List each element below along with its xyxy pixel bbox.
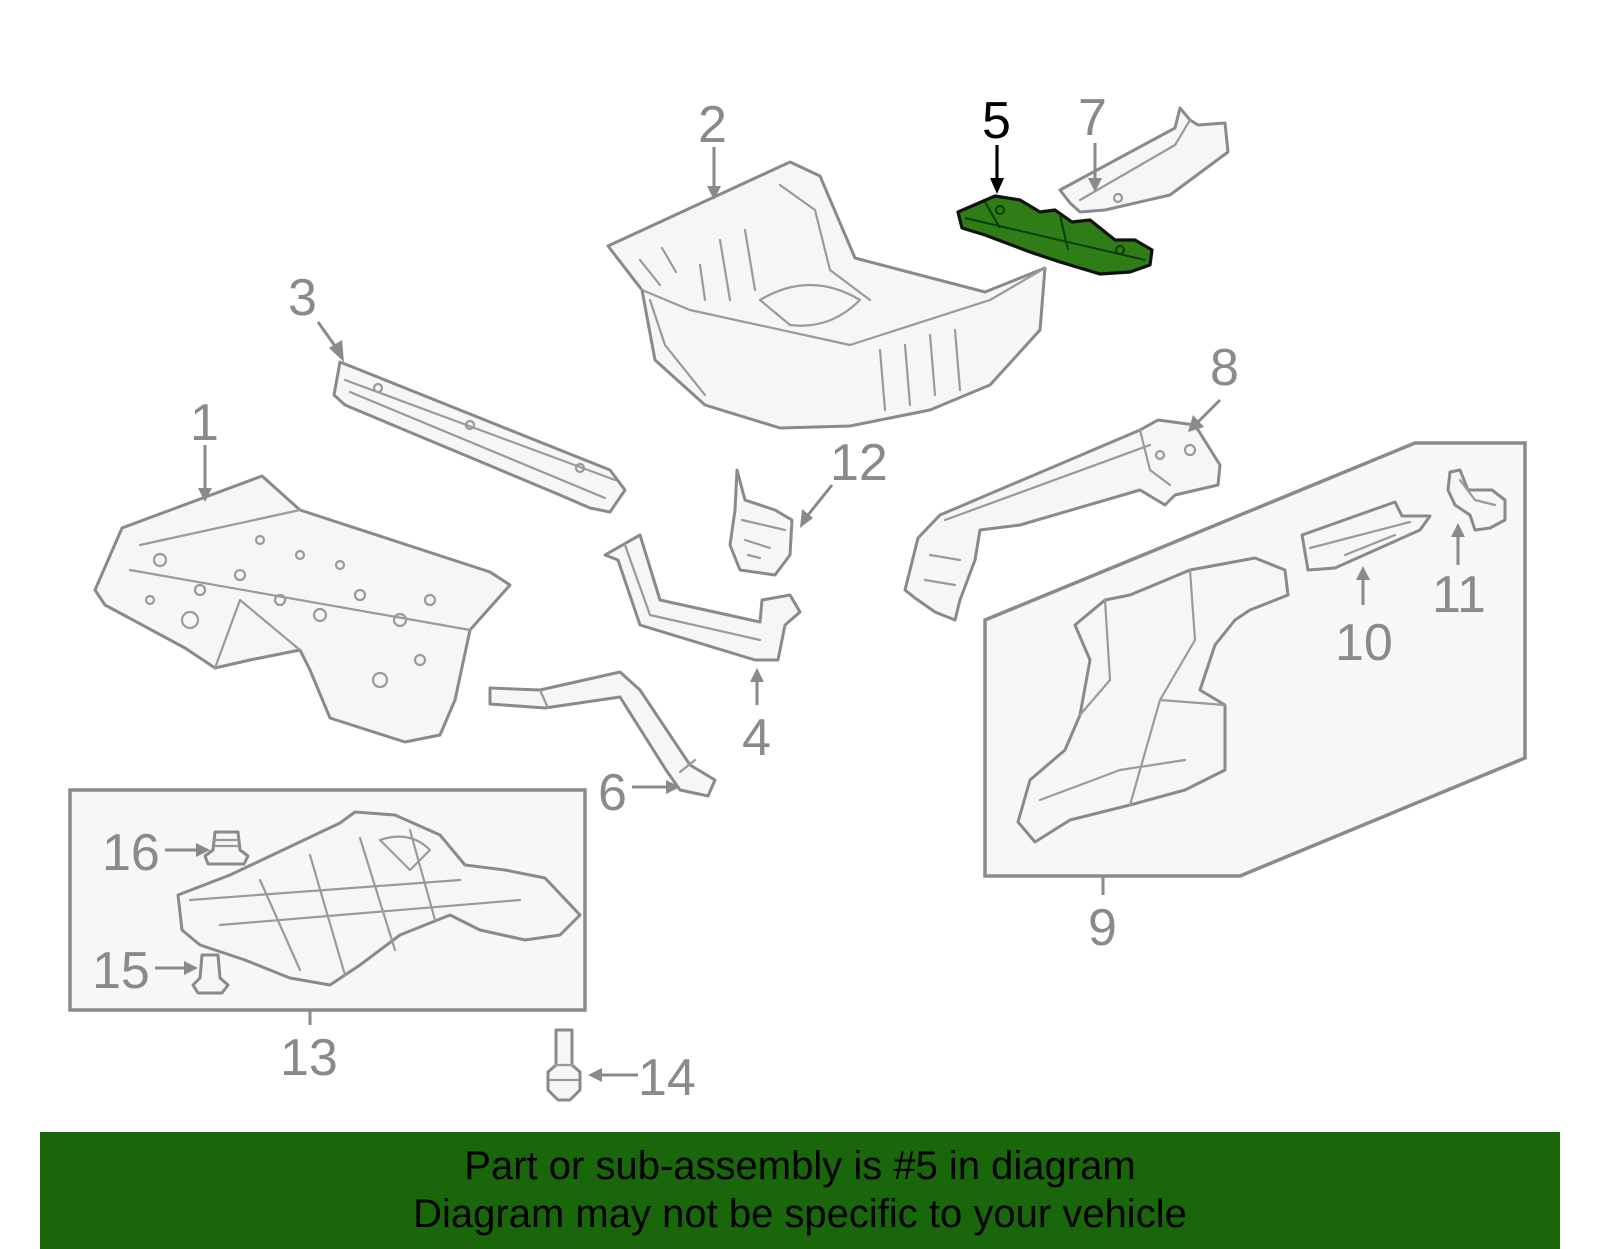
banner-line-disclaimer: Diagram may not be specific to your vehi…	[413, 1192, 1187, 1236]
part-12-bracket[interactable]	[728, 468, 794, 577]
callout-11: 11	[1432, 566, 1486, 624]
callout-6: 6	[598, 764, 627, 822]
callout-1: 1	[190, 394, 219, 452]
part-9-assembly-box[interactable]	[983, 441, 1527, 878]
part-14-bolt[interactable]	[546, 1028, 582, 1102]
part-3-cross-member[interactable]	[332, 360, 627, 514]
callout-16: 16	[102, 824, 160, 882]
part-7-bracket[interactable]	[1058, 106, 1230, 214]
callout-leaders	[155, 143, 1465, 1082]
part-4-bracket[interactable]	[603, 533, 802, 662]
part-5-highlighted-reinforcement[interactable]	[956, 194, 1154, 276]
parts-diagram: 1 2 3 4 5 6 7 8 9 10 11 12 13 14 15 16	[68, 89, 1527, 1107]
callout-2: 2	[698, 96, 727, 154]
callout-8: 8	[1210, 339, 1239, 397]
callout-15: 15	[92, 942, 150, 1000]
callout-12: 12	[830, 434, 888, 492]
callout-10: 10	[1335, 614, 1393, 672]
callout-13: 13	[280, 1029, 338, 1087]
part-6-brace-rod[interactable]	[488, 670, 717, 798]
part-1-rear-floor-panel[interactable]	[93, 474, 512, 744]
info-banner: Part or sub-assembly is #5 in diagram Di…	[40, 1132, 1560, 1249]
callout-5-highlighted: 5	[982, 92, 1011, 150]
part-13-assembly-box[interactable]	[68, 788, 587, 1012]
callout-labels: 1 2 3 4 5 6 7 8 9 10 11 12 13 14 15 16	[92, 89, 1486, 1107]
callout-9: 9	[1088, 899, 1117, 957]
banner-line-part-number: Part or sub-assembly is #5 in diagram	[464, 1144, 1136, 1188]
callout-7: 7	[1078, 89, 1107, 147]
callout-3: 3	[288, 269, 317, 327]
part-2-rear-floor-pan[interactable]	[606, 160, 1047, 430]
callout-4: 4	[742, 709, 771, 767]
part-8-side-frame[interactable]	[903, 418, 1222, 622]
callout-14: 14	[638, 1049, 696, 1107]
